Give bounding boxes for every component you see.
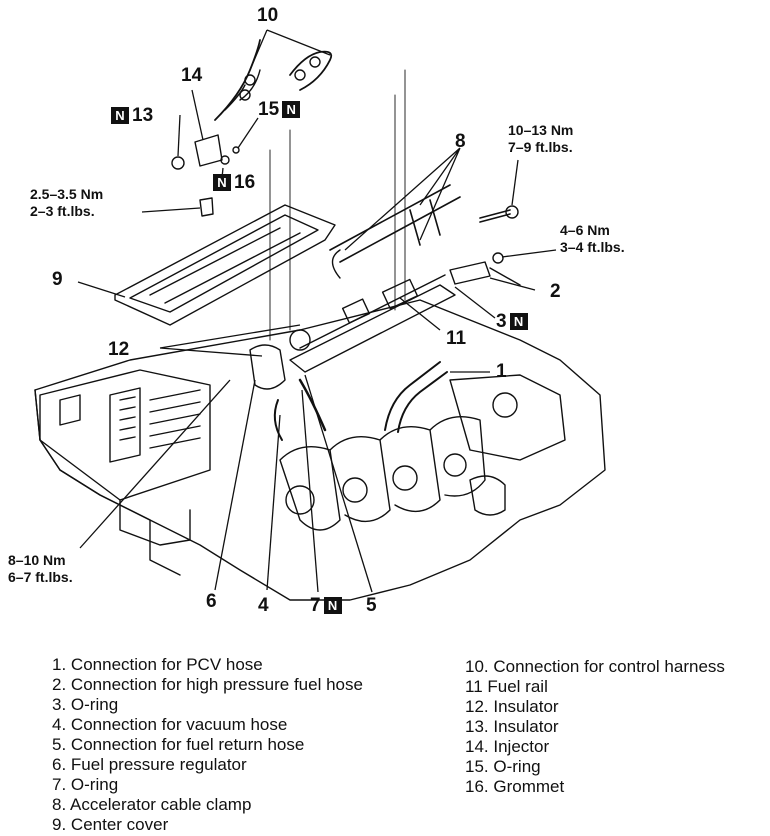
vacuum-hose (273, 399, 283, 441)
legend-item: 11 Fuel rail (465, 677, 548, 696)
legend-item: 10. Connection for control harness (465, 657, 725, 676)
callout-9: 9 (52, 269, 63, 290)
legend-item: 8. Accelerator cable clamp (52, 795, 252, 814)
torque-spec-cover-bolt: 2.5–3.5 Nm 2–3 ft.lbs. (30, 186, 104, 219)
high-pressure-hose-connection (449, 261, 491, 285)
torque-spec-hose-bolt: 4–6 Nm 3–4 ft.lbs. (560, 222, 625, 255)
legend-item: 13. Insulator (465, 717, 559, 736)
legend-item: 3. O-ring (52, 695, 119, 714)
legend-item: 15. O-ring (465, 757, 541, 776)
intake-manifold (279, 446, 341, 531)
legend-item: 7. O-ring (52, 775, 119, 794)
center-cover (114, 204, 336, 326)
legend-item: 9. Center cover (52, 815, 169, 834)
cam-cover (39, 369, 211, 501)
injector (194, 134, 223, 167)
fuel-pressure-regulator (249, 344, 286, 390)
fuel-return-hose (298, 378, 327, 432)
legend-item: 16. Grommet (465, 777, 565, 796)
n-badge: N (213, 174, 231, 192)
accelerator-cable-clamp (329, 184, 461, 263)
legend-item: 12. Insulator (465, 697, 559, 716)
fuel-rail (289, 284, 456, 373)
throttle-body (449, 374, 566, 461)
engine-exploded-view (34, 29, 606, 601)
legend-item: 14. Injector (465, 737, 550, 756)
cover-bolt (199, 197, 214, 217)
pcv-hose (384, 361, 448, 433)
n-badge: N (282, 101, 301, 119)
callout-6: 6 (206, 591, 217, 612)
legend-item: 1. Connection for PCV hose (52, 655, 263, 674)
legend-item: 5. Connection for fuel return hose (52, 735, 305, 754)
callout-1: 1 (496, 361, 507, 382)
parts-legend-left: 1. Connection for PCV hose 2. Connection… (52, 655, 363, 835)
legend-item: 6. Fuel pressure regulator (52, 755, 247, 774)
n-badge: N (509, 313, 528, 331)
torque-spec-regulator-bolt: 8–10 Nm 6–7 ft.lbs. (8, 552, 73, 585)
n-badge: N (323, 597, 342, 615)
callout-10: 10 (257, 5, 279, 26)
parts-legend-right: 10. Connection for control harness 11 Fu… (465, 657, 725, 797)
callout-8: 8 (455, 131, 466, 152)
torque-spec-bracket-bolt: 10–13 Nm 7–9 ft.lbs. (508, 122, 574, 155)
legend-item: 2. Connection for high pressure fuel hos… (52, 675, 363, 694)
callout-11: 11 (446, 328, 467, 349)
legend-item: 4. Connection for vacuum hose (52, 715, 288, 734)
callout-12: 12 (108, 339, 130, 360)
callout-4: 4 (258, 595, 269, 616)
n-badge: N (111, 107, 129, 125)
mounting-bolt (479, 209, 511, 223)
callout-14: 14 (181, 65, 203, 86)
control-harness (214, 39, 261, 121)
callout-2: 2 (550, 281, 561, 302)
callout-5: 5 (366, 595, 377, 616)
